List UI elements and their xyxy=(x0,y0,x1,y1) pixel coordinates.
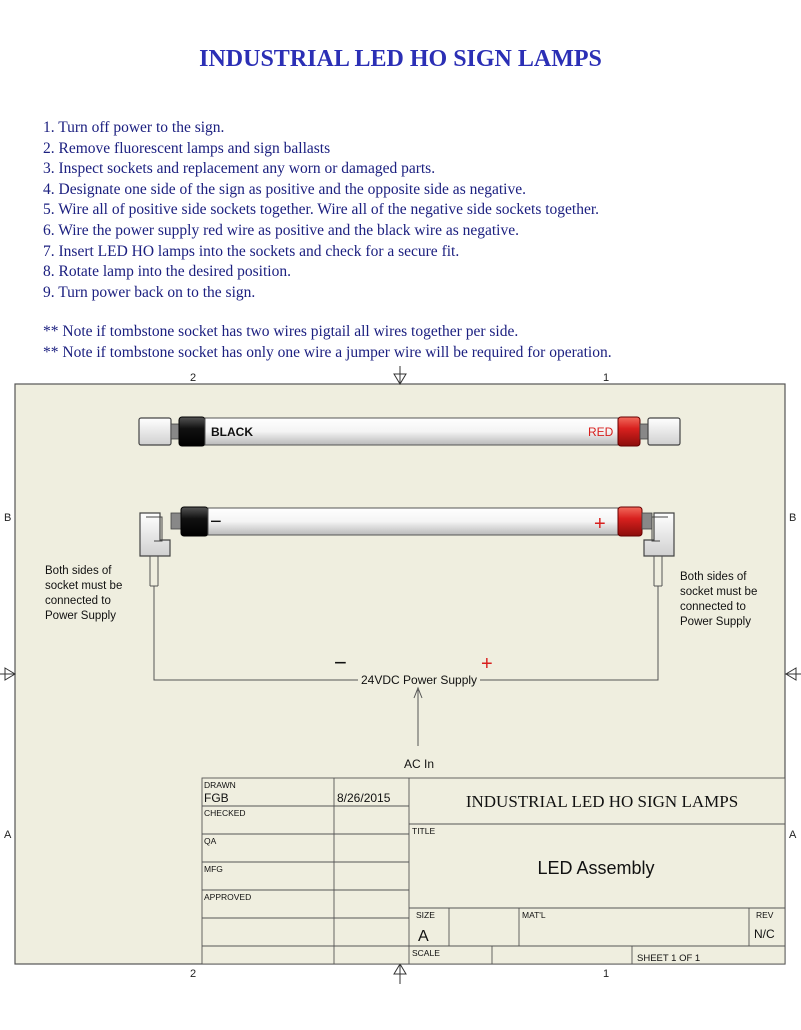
instruction-step-3: 3. Inspect sockets and replacement any w… xyxy=(43,160,436,178)
zone-label-top-1: 1 xyxy=(603,372,609,384)
end-cap-black-bottom xyxy=(180,506,209,537)
drawn-label: DRAWN xyxy=(204,780,236,790)
scale-label: SCALE xyxy=(412,948,440,958)
size-label: SIZE xyxy=(416,910,435,920)
rev-label: REV xyxy=(756,910,774,920)
matl-label: MAT'L xyxy=(522,910,546,920)
lamp-minus-sign: − xyxy=(210,511,222,533)
instruction-step-6: 6. Wire the power supply red wire as pos… xyxy=(43,221,519,239)
supply-plus-sign: + xyxy=(481,653,493,675)
end-cap-black-top xyxy=(178,416,206,447)
instruction-step-1: 1. Turn off power to the sign. xyxy=(43,119,225,136)
instruction-step-5: 5. Wire all of positive side sockets tog… xyxy=(43,201,600,219)
socket-left-bottom xyxy=(139,512,171,557)
lamp-label-black: BLACK xyxy=(211,425,253,439)
zone-label-right-a: A xyxy=(789,829,797,841)
checked-label: CHECKED xyxy=(204,808,246,818)
instruction-step-7: 7. Insert LED HO lamps into the sockets … xyxy=(43,242,460,260)
tube-bottom xyxy=(207,507,619,536)
title-label: TITLE xyxy=(412,826,435,836)
socket-right-top xyxy=(647,417,681,446)
note-two-wires: ** Note if tombstone socket has two wire… xyxy=(43,323,519,340)
title-value: LED Assembly xyxy=(537,858,654,878)
instruction-step-4: 4. Designate one side of the sign as pos… xyxy=(43,180,526,198)
tube-top xyxy=(204,417,619,446)
company-name: INDUSTRIAL LED HO SIGN LAMPS xyxy=(466,792,738,811)
power-supply-label: 24VDC Power Supply xyxy=(361,673,477,687)
drawn-by-value: FGB xyxy=(204,791,229,805)
socket-right-bottom xyxy=(643,512,675,557)
instruction-step-8: 8. Rotate lamp into the desired position… xyxy=(43,263,291,281)
zone-label-bottom-1: 1 xyxy=(603,968,609,980)
socket-left-top xyxy=(138,417,172,446)
rev-value: N/C xyxy=(754,927,775,941)
right-socket-note: Both sides of socket must be connected t… xyxy=(680,571,761,628)
qa-label: QA xyxy=(204,836,217,846)
zone-label-top-2: 2 xyxy=(190,372,196,384)
center-mark-top xyxy=(393,366,407,385)
lamp-plus-sign: + xyxy=(594,513,606,535)
title-block-text: DRAWN FGB 8/26/2015 CHECKED QA MFG APPRO… xyxy=(204,780,775,964)
supply-minus-sign: − xyxy=(334,650,347,675)
instruction-list: 1. Turn off power to the sign. 2. Remove… xyxy=(43,118,599,303)
supply-wires xyxy=(153,586,659,746)
title-block xyxy=(201,777,786,965)
zone-label-left-b: B xyxy=(4,512,11,524)
drawn-date-value: 8/26/2015 xyxy=(337,791,391,805)
instruction-step-9: 9. Turn power back on to the sign. xyxy=(43,283,256,301)
end-cap-red-top xyxy=(617,416,641,447)
center-mark-right xyxy=(785,667,801,681)
led-lamp-bottom: − + xyxy=(139,506,675,557)
led-lamp-top: BLACK RED xyxy=(138,416,681,447)
zone-label-bottom-2: 2 xyxy=(190,968,196,980)
page-title: INDUSTRIAL LED HO SIGN LAMPS xyxy=(199,46,602,72)
left-socket-note: Both sides of socket must be connected t… xyxy=(45,565,126,622)
sheet-label: SHEET 1 OF 1 xyxy=(637,953,700,964)
center-mark-bottom xyxy=(393,963,407,984)
notes: ** Note if tombstone socket has two wire… xyxy=(43,322,612,363)
lamp-label-red: RED xyxy=(588,425,614,439)
mfg-label: MFG xyxy=(204,864,223,874)
approved-label: APPROVED xyxy=(204,892,251,902)
zone-label-left-a: A xyxy=(4,829,12,841)
instruction-step-2: 2. Remove fluorescent lamps and sign bal… xyxy=(43,139,331,157)
note-one-wire: ** Note if tombstone socket has only one… xyxy=(43,343,612,361)
size-value: A xyxy=(418,928,429,945)
end-cap-red-bottom xyxy=(617,506,643,537)
ac-in-label: AC In xyxy=(404,757,434,771)
center-mark-left xyxy=(0,667,16,681)
zone-label-right-b: B xyxy=(789,512,796,524)
